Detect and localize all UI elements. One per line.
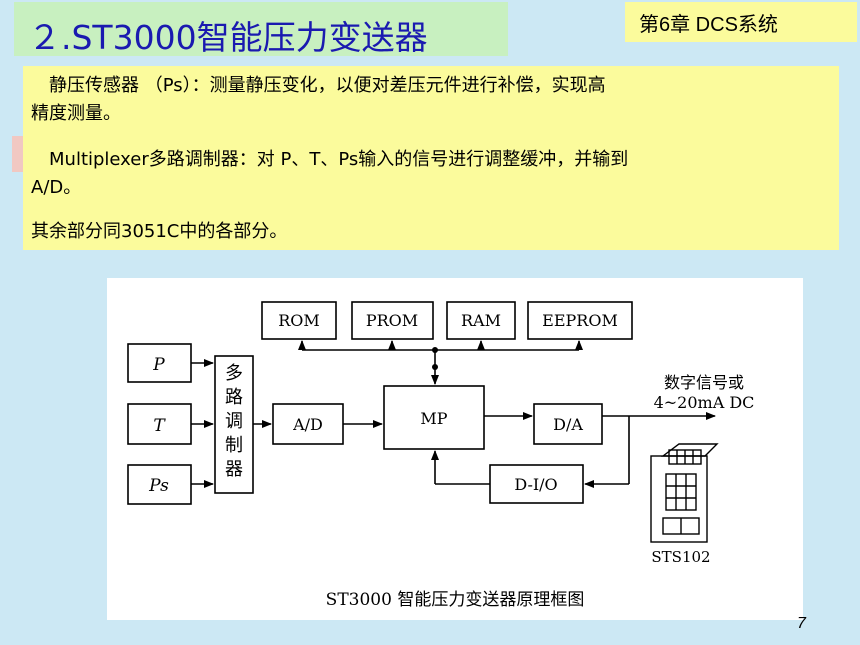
title-banner: ２.ST3000智能压力变送器 [14, 2, 508, 57]
paragraph-multiplexer: Multiplexer多路调制器：对 P、T、Ps输入的信号进行调整缓冲，并输到… [31, 146, 821, 202]
paragraph-line: 静压传感器 （Ps）：测量静压变化，以便对差压元件进行补偿，实现高 [31, 75, 606, 96]
block-diagram: P T Ps 多 路 调 制 器 A/D MP D/A D-I/O ROM PR… [107, 278, 803, 620]
bus-junction [432, 364, 438, 370]
input-label-t: T [153, 416, 166, 436]
ram-box [446, 301, 516, 340]
chapter-label: 第6章 DCS系统 [639, 14, 778, 36]
output-label-line1: 数字信号或 [664, 373, 744, 392]
diagram-caption: ST3000 智能压力变送器原理框图 [326, 590, 585, 610]
chapter-banner: 第6章 DCS系统 [625, 2, 857, 42]
paragraph-rest: 其余部分同3051C中的各部分。 [31, 218, 821, 246]
decorative-strip [12, 136, 26, 172]
da-box [533, 403, 603, 445]
mux-char: 路 [225, 387, 243, 408]
paragraph-line: 其余部分同3051C中的各部分。 [31, 221, 288, 242]
handheld-device-icon [650, 443, 719, 543]
rom-label: ROM [278, 311, 320, 330]
paragraph-line: 精度测量。 [31, 103, 121, 124]
mp-label: MP [420, 409, 447, 428]
mux-char: 制 [225, 435, 243, 456]
slide-title: ２.ST3000智能压力变送器 [28, 18, 428, 57]
prom-label: PROM [366, 311, 418, 330]
rom-box [261, 301, 337, 340]
prom-box [351, 301, 434, 340]
eeprom-label: EEPROM [542, 311, 618, 330]
ram-label: RAM [461, 311, 501, 330]
mux-char: 多 [225, 363, 243, 384]
dio-label: D-I/O [514, 475, 557, 494]
mux-char: 调 [225, 411, 243, 432]
paragraph-static-pressure: 静压传感器 （Ps）：测量静压变化，以便对差压元件进行补偿，实现高 精度测量。 [31, 72, 821, 128]
page-number: 7 [797, 615, 806, 632]
output-label-line2: 4~20mA DC [654, 393, 755, 412]
description-box: 静压传感器 （Ps）：测量静压变化，以便对差压元件进行补偿，实现高 精度测量。 … [23, 66, 839, 250]
input-label-p: P [152, 355, 165, 375]
eeprom-box [527, 301, 633, 340]
paragraph-line: Multiplexer多路调制器：对 P、T、Ps输入的信号进行调整缓冲，并输到 [31, 149, 629, 170]
da-label: D/A [553, 415, 583, 434]
mux-char: 器 [225, 459, 243, 480]
bus-junction [432, 347, 438, 353]
multiplexer-label: 多 路 调 制 器 [225, 363, 243, 480]
ad-label: A/D [292, 415, 323, 434]
input-label-ps: Ps [148, 476, 169, 496]
device-label: STS102 [651, 548, 710, 566]
mp-box [383, 385, 485, 450]
paragraph-line: A/D。 [31, 177, 82, 198]
